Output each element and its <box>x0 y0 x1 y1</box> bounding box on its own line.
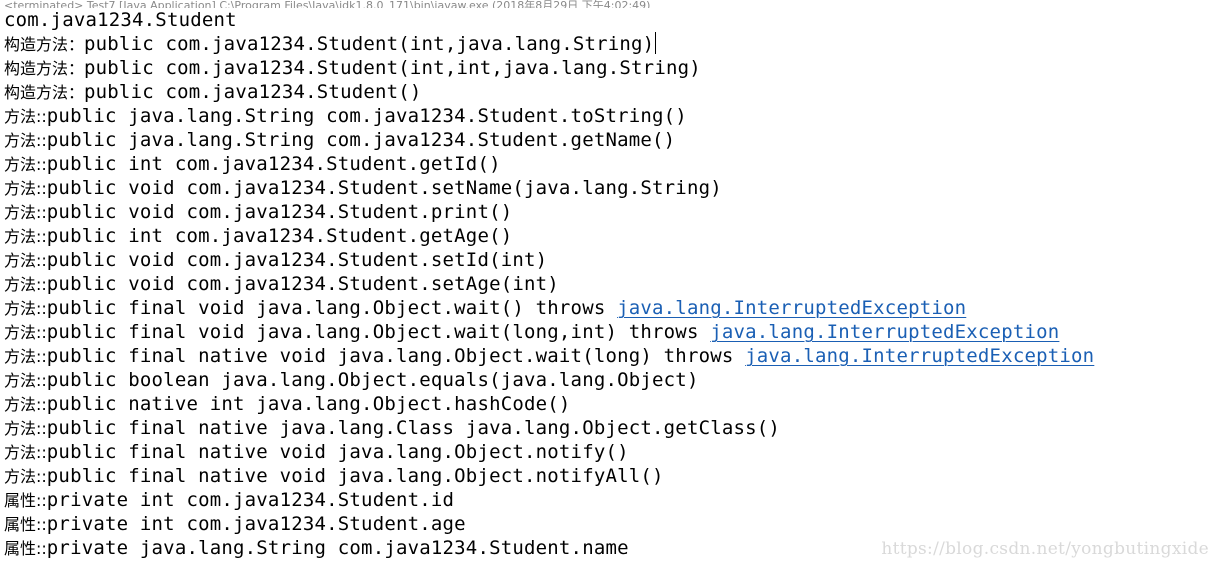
line-text: private int com.java1234.Student.id <box>46 489 455 511</box>
console-line: 属性::private int com.java1234.Student.id <box>4 488 1217 512</box>
console-line: 方法::public final native void java.lang.O… <box>4 440 1217 464</box>
console-line: 方法::public final void java.lang.Object.w… <box>4 296 1217 320</box>
console-line: 方法::public final void java.lang.Object.w… <box>4 320 1217 344</box>
line-prefix: 方法:: <box>4 443 47 462</box>
console-line: 方法::public java.lang.String com.java1234… <box>4 128 1217 152</box>
line-text: public native int java.lang.Object.hashC… <box>46 393 571 415</box>
status-text: <terminated> Test7 [Java Application] C:… <box>4 0 651 8</box>
console-line: 方法::public final native void java.lang.O… <box>4 344 1217 368</box>
line-prefix: 方法:: <box>4 347 47 366</box>
line-text: public int com.java1234.Student.getId() <box>46 153 501 175</box>
console-line: 方法::public final native void java.lang.O… <box>4 464 1217 488</box>
console-line: 方法::public void com.java1234.Student.pri… <box>4 200 1217 224</box>
line-text: public com.java1234.Student() <box>84 81 422 103</box>
line-prefix: 属性:: <box>4 515 47 534</box>
line-text: public final void java.lang.Object.wait(… <box>46 321 711 343</box>
console-line: 方法::public java.lang.String com.java1234… <box>4 104 1217 128</box>
console-line: 构造方法：public com.java1234.Student(int,int… <box>4 56 1217 80</box>
line-text: public final native void java.lang.Objec… <box>46 345 746 367</box>
line-prefix: 方法:: <box>4 179 47 198</box>
line-text: public java.lang.String com.java1234.Stu… <box>46 129 676 151</box>
line-text: public void com.java1234.Student.print() <box>46 201 513 223</box>
console-line: 方法::public native int java.lang.Object.h… <box>4 392 1217 416</box>
line-prefix: 构造方法： <box>4 35 85 54</box>
line-prefix: 方法:: <box>4 323 47 342</box>
line-text: public final native java.lang.Class java… <box>46 417 781 439</box>
line-text: public final void java.lang.Object.wait(… <box>46 297 618 319</box>
line-text: public final native void java.lang.Objec… <box>46 441 629 463</box>
exception-link[interactable]: java.lang.InterruptedException <box>617 297 967 319</box>
line-prefix: 方法:: <box>4 251 47 270</box>
console-line: 构造方法：public com.java1234.Student(int,jav… <box>4 32 1217 56</box>
console-line: 方法::public int com.java1234.Student.getA… <box>4 224 1217 248</box>
line-prefix: 方法:: <box>4 467 47 486</box>
line-text: public boolean java.lang.Object.equals(j… <box>46 369 699 391</box>
console-status-bar: <terminated> Test7 [Java Application] C:… <box>0 0 1217 8</box>
console-output[interactable]: com.java1234.Student 构造方法：public com.jav… <box>4 8 1217 560</box>
line-prefix: 方法:: <box>4 395 47 414</box>
line-text: public void com.java1234.Student.setId(i… <box>46 249 548 271</box>
exception-link[interactable]: java.lang.InterruptedException <box>745 345 1095 367</box>
console-line: 属性::private int com.java1234.Student.age <box>4 512 1217 536</box>
console-line: 方法::public void com.java1234.Student.set… <box>4 176 1217 200</box>
line-prefix: 方法:: <box>4 131 47 150</box>
line-text: private int com.java1234.Student.age <box>46 513 466 535</box>
line-text: public void com.java1234.Student.setName… <box>46 177 722 199</box>
console-line: 构造方法：public com.java1234.Student() <box>4 80 1217 104</box>
line-prefix: 方法:: <box>4 275 47 294</box>
line-text: private java.lang.String com.java1234.St… <box>46 537 629 559</box>
line-prefix: 构造方法： <box>4 83 85 102</box>
line-prefix: 方法:: <box>4 155 47 174</box>
console-line: 方法::public int com.java1234.Student.getI… <box>4 152 1217 176</box>
console-line: 方法::public void com.java1234.Student.set… <box>4 248 1217 272</box>
line-prefix: 属性:: <box>4 491 47 510</box>
line-prefix: 方法:: <box>4 227 47 246</box>
console-line: 方法::public void com.java1234.Student.set… <box>4 272 1217 296</box>
text-cursor <box>655 32 657 54</box>
watermark: https://blog.csdn.net/yongbutingxide <box>881 539 1209 559</box>
line-prefix: 方法:: <box>4 419 47 438</box>
line-text: public com.java1234.Student(int,int,java… <box>84 57 701 79</box>
exception-link[interactable]: java.lang.InterruptedException <box>710 321 1060 343</box>
line-prefix: 方法:: <box>4 203 47 222</box>
line-text: public final native void java.lang.Objec… <box>46 465 664 487</box>
line-prefix: 构造方法： <box>4 59 85 78</box>
line-prefix: 方法:: <box>4 299 47 318</box>
console-line: com.java1234.Student <box>4 8 1217 32</box>
line-text: public java.lang.String com.java1234.Stu… <box>46 105 687 127</box>
line-text: public int com.java1234.Student.getAge() <box>46 225 513 247</box>
line-text: com.java1234.Student <box>4 9 237 31</box>
console-line: 属性::private java.lang.String com.java123… <box>4 536 1217 560</box>
console-line: 方法::public boolean java.lang.Object.equa… <box>4 368 1217 392</box>
line-prefix: 方法:: <box>4 107 47 126</box>
line-text: public com.java1234.Student(int,java.lan… <box>84 33 655 55</box>
line-prefix: 方法:: <box>4 371 47 390</box>
line-text: public void com.java1234.Student.setAge(… <box>46 273 559 295</box>
console-line: 方法::public final native java.lang.Class … <box>4 416 1217 440</box>
line-prefix: 属性:: <box>4 539 47 558</box>
